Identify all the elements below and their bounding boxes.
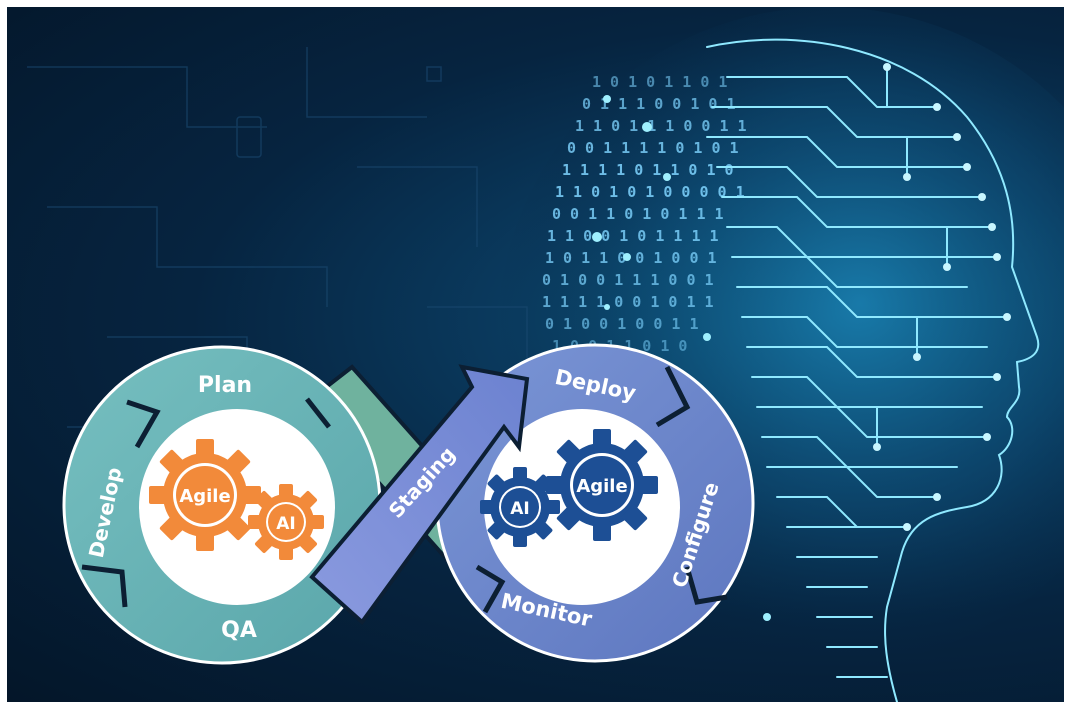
svg-text:1 1 0 1 0 1 0 0 0 0 1: 1 1 0 1 0 1 0 0 0 0 1 (555, 183, 745, 201)
gear-label-ai-right: AI (510, 499, 529, 519)
gear-icon: Agile (546, 429, 658, 541)
svg-text:0 1 0 0 1 1 1 0 0 1: 0 1 0 0 1 1 1 0 0 1 (542, 271, 714, 289)
stage-label-qa: QA (221, 618, 257, 643)
svg-text:1 1 1 1 0 0 1 0 1 1: 1 1 1 1 0 0 1 0 1 1 (542, 293, 714, 311)
svg-text:1 1 1 1 0 1 1 0 1 0: 1 1 1 1 0 1 1 0 1 0 (562, 161, 734, 179)
gear-icon: AI (480, 467, 560, 547)
svg-text:1 0 1 0 1 1 0 1: 1 0 1 0 1 1 0 1 (592, 73, 727, 91)
ai-circuit-head-icon (706, 38, 1040, 702)
gear-icon: Agile (149, 439, 261, 551)
circuit-nodes (873, 63, 1011, 531)
svg-text:1 1 0 0 1 0 1 1 1 1: 1 1 0 0 1 0 1 1 1 1 (547, 227, 719, 245)
binary-digits: 1 0 1 0 1 1 0 1 0 1 1 1 0 0 1 0 1 1 1 0 … (542, 73, 747, 355)
gear-label-ai-left: AI (276, 514, 295, 534)
svg-text:1 1 0 1 1 1 0 0 1 1: 1 1 0 1 1 1 0 0 1 1 (575, 117, 747, 135)
illustration-svg: 1 0 1 0 1 1 0 1 0 1 1 1 0 0 1 0 1 1 1 0 … (27, 7, 1064, 702)
svg-text:0 1 0 0 1 0 0 1 1: 0 1 0 0 1 0 0 1 1 (545, 315, 699, 333)
svg-text:0 0 1 1 1 1 0 1 0 1: 0 0 1 1 1 1 0 1 0 1 (567, 139, 739, 157)
ai-devops-illustration: 1 0 1 0 1 1 0 1 0 1 1 1 0 0 1 0 1 1 1 0 … (7, 7, 1064, 702)
gear-label-agile-left: Agile (179, 486, 230, 507)
svg-text:0 0 1 1 0 1 0 1 1 1: 0 0 1 1 0 1 0 1 1 1 (552, 205, 724, 223)
gear-label-agile-right: Agile (576, 476, 627, 497)
gear-icon: AI (248, 484, 324, 560)
stage-label-plan: Plan (198, 373, 252, 398)
svg-text:0 1 1 1 0 0 1 0 1: 0 1 1 1 0 0 1 0 1 (582, 95, 736, 113)
staging-band (309, 364, 530, 625)
